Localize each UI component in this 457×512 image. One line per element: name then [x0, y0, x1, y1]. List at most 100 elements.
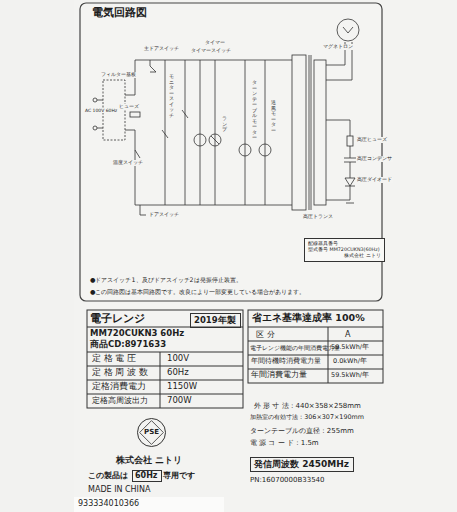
label-text: 電子レンジ [90, 313, 145, 326]
label-text: 定 格 周 波 数 [92, 368, 148, 378]
component-label: 温度スイッチ [112, 160, 144, 166]
drawing-stroke [160, 352, 161, 408]
component-label: 高圧トランス [302, 214, 334, 220]
pse-mark: PSE [137, 418, 166, 447]
drawing-stroke [200, 60, 201, 205]
label-box: 配線器具番号型式番号 MM720CUKN3(60Hz)株式会社 ニトリ [304, 238, 385, 262]
drawing-stroke [245, 60, 246, 205]
magnetron-symbol [337, 19, 359, 41]
table-border [248, 310, 383, 383]
component-label: タイマースイッチ [190, 48, 232, 54]
hv-diode [345, 178, 355, 186]
component-label: マグネトロン [322, 44, 354, 50]
label-text: ●ドアスイッチ1、及びドアスイッチ2は発振停止装置。 [90, 276, 242, 283]
drawing-stroke [211, 136, 219, 144]
drawing-stroke [182, 110, 188, 118]
label-box: 60Hz [132, 470, 162, 482]
drawing-stroke [248, 341, 383, 342]
label-text: 933334010366 [78, 499, 139, 508]
fuse-symbol [130, 112, 140, 117]
label-text: 電子レンジ機能の年間消費電力量 [250, 345, 340, 352]
label-text: PN:16070000B33540 [250, 476, 325, 484]
label-text: 定格消費電力 [92, 382, 146, 392]
appliance-surface [0, 0, 74, 512]
component-label: フィルター基板 [100, 72, 137, 78]
label-sheet [74, 0, 457, 512]
label-text: 0.0kWh/年 [333, 358, 367, 365]
node-text: 発信周波数 2450MHz [254, 459, 349, 470]
drawing-stroke [311, 55, 312, 210]
label-text: 100V [167, 354, 189, 364]
label-text: 1150W [167, 382, 197, 392]
node-text: 60Hz [135, 471, 157, 481]
component-label: ランプ [221, 116, 228, 133]
component-label: 高圧ダイオード [356, 177, 393, 183]
drawing-stroke [87, 352, 243, 353]
node-text: 型式番号 MM720CUKN3(60Hz) [308, 247, 380, 253]
turntable-motor [239, 144, 251, 156]
label-text: この製品は [88, 471, 128, 480]
component-label: 高圧ヒューズ [356, 137, 388, 143]
label-text: 60Hz [167, 368, 189, 378]
component-label: 高圧コンデンサ [356, 156, 393, 162]
fan-motor [259, 144, 271, 156]
drawing-stroke [265, 60, 266, 205]
circuit-wires [93, 19, 359, 215]
drawing-stroke [248, 327, 383, 328]
drawing-stroke [248, 369, 383, 370]
node-text: 株式会社 ニトリ [344, 253, 381, 259]
drawing-stroke [125, 130, 292, 205]
label-text: 外 形 寸 法 : 440×358×258mm [254, 402, 361, 410]
label-text: 年間消費電力量 [251, 371, 307, 380]
drawing-stroke [350, 162, 351, 178]
label-text: 700W [167, 396, 192, 406]
drawing-stroke [165, 60, 166, 205]
label-text: 年間待機時消費電力量 [251, 358, 321, 366]
drawing-stroke [350, 146, 351, 158]
drawing-stroke [125, 60, 292, 95]
transformer-primary [292, 55, 306, 210]
label-text: 株式会社 ニトリ [116, 456, 182, 466]
label-text: 省エネ基準達成率 100% [252, 313, 365, 324]
component-label: モニタースイッチ [168, 74, 175, 118]
label-text: 商品CD:8971633 [90, 340, 166, 350]
label-text: 区 分 [256, 330, 275, 339]
terminal [93, 98, 97, 102]
component-label: AC 100V 60Hz [84, 108, 118, 113]
diagram-title: 電気回路図 [92, 7, 147, 20]
component-label: ターンテーブルモーター [251, 80, 258, 141]
node-text: 配線器具番号 [308, 241, 338, 247]
lamp-symbol [209, 134, 221, 146]
hv-capacitor [344, 158, 356, 159]
drawing-stroke [87, 394, 243, 395]
table-border [87, 310, 243, 408]
timer-motor [194, 134, 206, 146]
drawing-stroke [326, 186, 350, 200]
label-text: 加熱室の有効寸法 : 306×307×190mm [250, 414, 364, 421]
component-label: 送風モーター [270, 100, 277, 133]
drawing-stroke [215, 60, 216, 205]
hv-fuse [347, 136, 353, 146]
drawing-stroke [140, 205, 146, 215]
energy-table-grid [248, 310, 383, 383]
drawing-stroke [328, 327, 329, 383]
label-text: 定 格 電 圧 [92, 354, 136, 364]
label-text: ●この回路図は基本回路図です。改良により一部変更している場合があります。 [90, 288, 306, 295]
node-text: 2019年製 [194, 315, 236, 325]
label-text: 電 源 コ ー ド : 1.5m [250, 439, 319, 447]
label-box: 発信周波数 2450MHz [250, 457, 354, 472]
label-text: MM720CUKN3 60Hz [90, 329, 184, 339]
label-text: 59.5kWh/年 [331, 372, 369, 379]
label-text: A [345, 330, 350, 339]
drawing-stroke [97, 100, 103, 101]
label-text: 定格高周波出力 [92, 396, 148, 405]
drawing-stroke [346, 203, 354, 204]
component-label: タイマー [204, 40, 226, 46]
drawing-stroke [150, 60, 156, 72]
label-box: 2019年製 [190, 313, 241, 328]
component-label: 主ドアスイッチ [143, 46, 180, 52]
transformer-secondary [314, 60, 326, 205]
drawing-stroke [343, 27, 353, 33]
